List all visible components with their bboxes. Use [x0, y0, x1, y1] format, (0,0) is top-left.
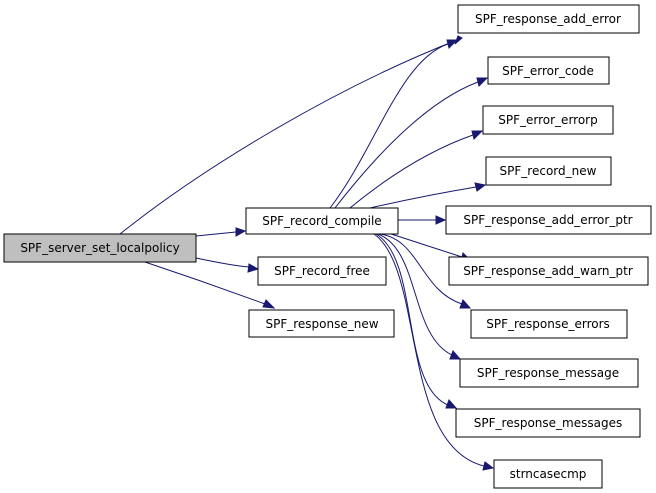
node-strncasecmp-label: strncasecmp	[510, 467, 587, 481]
node-response-new-label: SPF_response_new	[265, 317, 378, 331]
edge-compile-to-record-new-arrow	[474, 182, 487, 192]
node-error-errorp[interactable]: SPF_error_errorp	[482, 105, 614, 135]
node-response-new[interactable]: SPF_response_new	[248, 309, 395, 338]
node-record-free[interactable]: SPF_record_free	[257, 256, 387, 286]
node-record-compile-label: SPF_record_compile	[262, 214, 381, 228]
node-response-add-warn-ptr-label: SPF_response_add_warn_ptr	[463, 264, 633, 278]
node-response-add-warn-ptr[interactable]: SPF_response_add_warn_ptr	[448, 256, 649, 286]
node-response-errors-label: SPF_response_errors	[486, 317, 610, 331]
node-record-free-label: SPF_record_free	[274, 264, 370, 278]
node-error-errorp-label: SPF_error_errorp	[498, 113, 597, 127]
node-root[interactable]: SPF_server_set_localpolicy	[3, 233, 197, 263]
edge-compile-to-add-error	[329, 43, 449, 209]
node-record-compile[interactable]: SPF_record_compile	[245, 207, 399, 235]
node-response-add-error-ptr-label: SPF_response_add_error_ptr	[463, 213, 632, 227]
node-strncasecmp[interactable]: strncasecmp	[493, 459, 603, 489]
edge-compile-to-errors	[379, 233, 463, 305]
node-response-add-error-label: SPF_response_add_error	[475, 12, 621, 26]
node-response-add-error[interactable]: SPF_response_add_error	[457, 4, 640, 34]
node-response-message-label: SPF_response_message	[477, 366, 619, 380]
edge-compile-to-messages-arrow	[445, 399, 458, 409]
edge-compile-to-record-new	[369, 186, 477, 209]
edge-root-to-free-arrow	[247, 263, 260, 273]
node-response-messages-label: SPF_response_messages	[474, 416, 622, 430]
edge-compile-to-messages	[375, 233, 449, 406]
node-record-new-label: SPF_record_new	[500, 164, 597, 178]
node-response-errors[interactable]: SPF_response_errors	[470, 309, 628, 339]
edge-compile-to-add-error-arrow	[446, 39, 459, 49]
edge-compile-to-error-code-arrow	[476, 77, 489, 87]
edge-compile-to-add-error-ptr-arrow	[435, 215, 447, 225]
edge-compile-to-strncasecmp-arrow	[482, 461, 495, 471]
edge-compile-to-message-arrow	[449, 350, 462, 360]
node-error-code-label: SPF_error_code	[502, 64, 594, 78]
edge-compile-to-error-code	[334, 81, 479, 209]
node-error-code[interactable]: SPF_error_code	[487, 56, 610, 85]
edge-root-to-compile	[195, 231, 237, 237]
edge-root-to-free	[195, 257, 250, 268]
node-record-new[interactable]: SPF_record_new	[485, 156, 612, 186]
edge-compile-to-error-errorp	[349, 134, 474, 209]
edge-compile-to-errors-arrow	[459, 299, 472, 309]
node-root-label: SPF_server_set_localpolicy	[20, 241, 179, 255]
node-response-add-error-ptr[interactable]: SPF_response_add_error_ptr	[445, 205, 652, 235]
edge-root-to-resp-new-arrow	[262, 299, 276, 309]
edge-compile-to-strncasecmp	[373, 233, 485, 467]
edge-compile-to-add-warn-ptr	[384, 231, 463, 258]
edge-compile-to-message	[377, 233, 453, 356]
edge-root-to-resp-new	[144, 261, 266, 305]
node-response-messages[interactable]: SPF_response_messages	[455, 408, 641, 438]
node-response-message[interactable]: SPF_response_message	[459, 358, 639, 388]
edge-root-to-compile-arrow	[235, 227, 247, 237]
edge-compile-to-error-errorp-arrow	[471, 130, 484, 140]
edge-root-to-add-error	[119, 39, 458, 235]
